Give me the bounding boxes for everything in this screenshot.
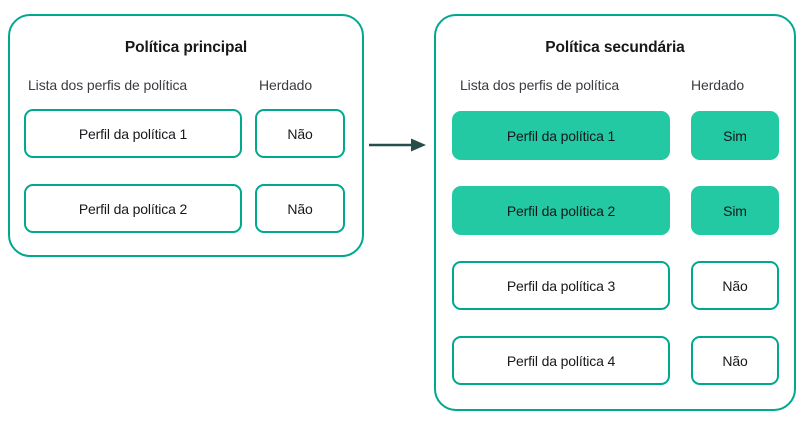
panel-secondary-title: Política secundária [545, 39, 685, 56]
column-header-profiles-secondary: Lista dos perfis de política [460, 77, 620, 93]
inherited-status-cell[interactable]: Não [255, 184, 345, 233]
policy-profile-cell[interactable]: Perfil da política 4 [452, 336, 670, 385]
arrow-right-icon [369, 138, 426, 152]
policy-profile-cell[interactable]: Perfil da política 1 [452, 111, 670, 160]
inherited-status-cell[interactable]: Não [691, 336, 779, 385]
inherited-status-cell[interactable]: Sim [691, 111, 779, 160]
policy-profile-cell[interactable]: Perfil da política 2 [452, 186, 670, 235]
inherited-status-cell[interactable]: Sim [691, 186, 779, 235]
table-row: Perfil da política 3 Não [436, 261, 794, 310]
inherited-status-cell[interactable]: Não [691, 261, 779, 310]
column-header-inherited-primary: Herdado [259, 77, 313, 93]
table-row: Perfil da política 2 Não [10, 184, 362, 233]
policy-profile-cell[interactable]: Perfil da política 1 [24, 109, 242, 158]
inherited-status-cell[interactable]: Não [255, 109, 345, 158]
column-header-inherited-secondary: Herdado [691, 77, 745, 93]
table-row: Perfil da política 1 Sim [436, 111, 794, 160]
table-row: Perfil da política 2 Sim [436, 186, 794, 235]
policy-profile-cell[interactable]: Perfil da política 2 [24, 184, 242, 233]
table-row: Perfil da política 4 Não [436, 336, 794, 385]
table-row: Perfil da política 1 Não [10, 109, 362, 158]
policy-profile-cell[interactable]: Perfil da política 3 [452, 261, 670, 310]
panel-primary-title: Política principal [124, 39, 248, 56]
panel-secondary-policy: Política secundária Lista dos perfis de … [434, 14, 796, 411]
column-header-profiles-primary: Lista dos perfis de política [28, 77, 188, 93]
panel-primary-policy: Política principal Lista dos perfis de p… [8, 14, 364, 257]
